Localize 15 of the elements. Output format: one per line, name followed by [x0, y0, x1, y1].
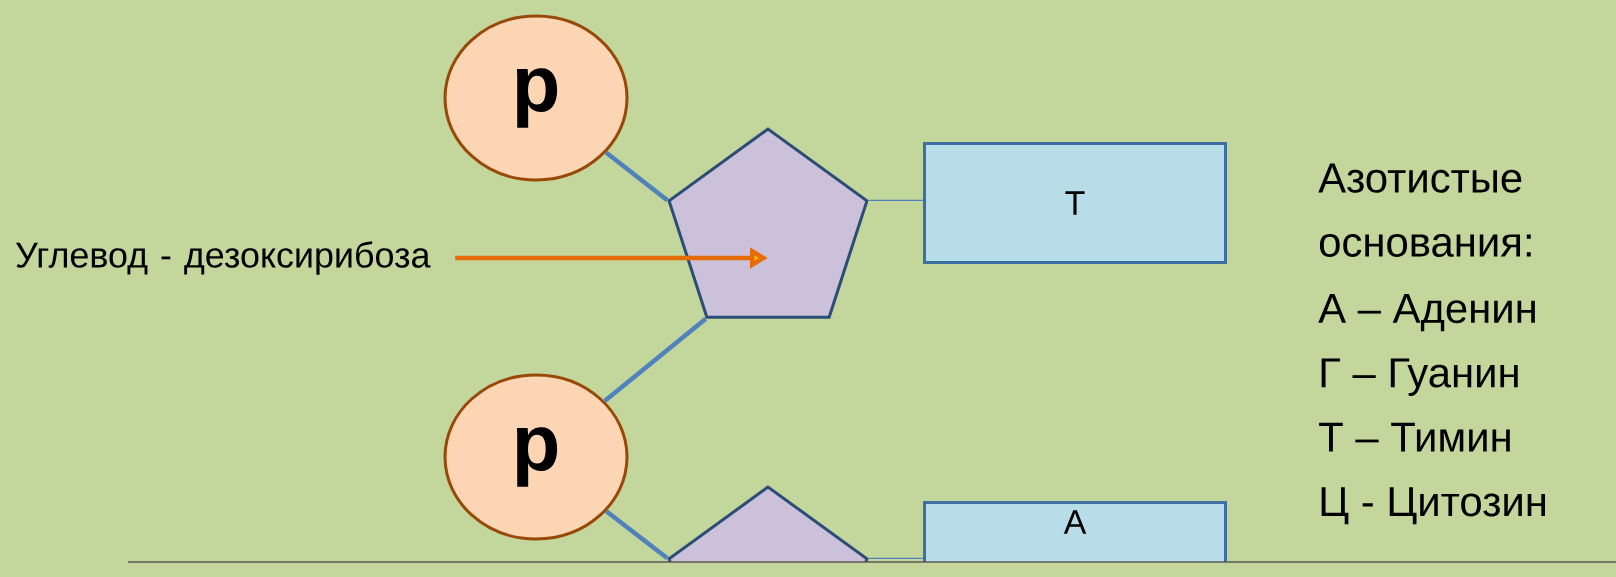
sugar-pentagon — [667, 485, 869, 562]
list-item: Г – Гуанин — [1321, 358, 1518, 396]
list-item: А – Аденин — [1318, 294, 1535, 332]
sugar-pentagon — [667, 127, 869, 319]
connector-line — [868, 557, 924, 559]
list-item: Т – Тимин — [1319, 422, 1510, 452]
sugar-caption: Углевод - дезоксирибоза — [16, 241, 431, 275]
connector-line — [604, 150, 669, 203]
base-box: А — [923, 501, 1227, 562]
connector-line — [603, 316, 708, 403]
list-item: Ц - Цитозин — [1321, 487, 1545, 525]
base-box: Т — [923, 142, 1227, 264]
heading-text: Азотистые основания: — [1318, 163, 1531, 257]
connector-line — [868, 199, 924, 201]
connector-line — [604, 509, 669, 561]
